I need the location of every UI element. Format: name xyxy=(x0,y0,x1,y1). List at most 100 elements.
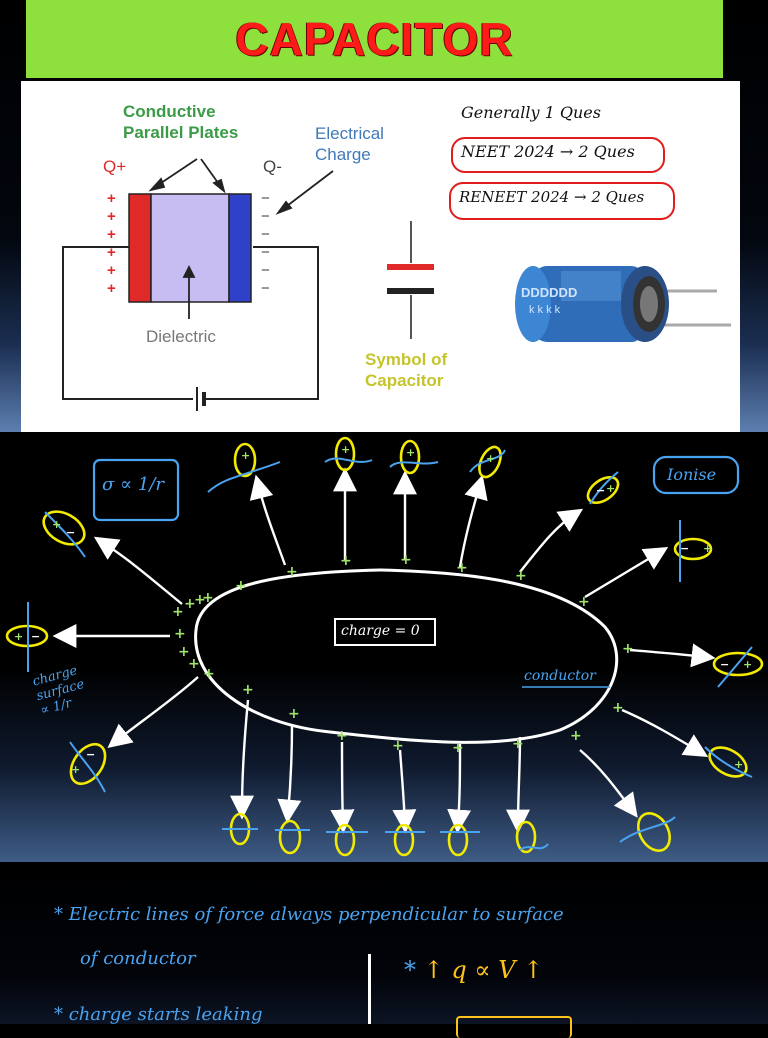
svg-text:−: − xyxy=(261,244,270,261)
svg-text:+: + xyxy=(107,262,116,279)
svg-text:+: + xyxy=(107,244,116,261)
field-lines xyxy=(52,467,716,834)
charge-label: Electrical Charge xyxy=(315,124,384,164)
svg-text:+: + xyxy=(174,626,186,642)
dielectric-block xyxy=(150,193,230,303)
svg-text:+: + xyxy=(612,700,624,716)
svg-text:−: − xyxy=(261,280,270,297)
svg-text:−: − xyxy=(261,208,270,225)
formula-text: ↑ q ∝ V ↑ xyxy=(423,956,544,984)
charge-zero-box xyxy=(334,618,436,646)
ionise-box xyxy=(652,455,740,495)
page-title: CAPACITOR xyxy=(235,13,514,65)
ionise-label: Ionise xyxy=(667,465,717,484)
title-banner: CAPACITOR xyxy=(26,0,723,78)
svg-text:+: + xyxy=(622,641,634,657)
positive-plate xyxy=(128,193,152,303)
svg-text:−: − xyxy=(31,630,40,643)
notes-panel: * Electric lines of force always perpend… xyxy=(0,866,768,1038)
svg-text:+: + xyxy=(400,552,412,568)
svg-text:+: + xyxy=(188,656,200,672)
svg-text:+: + xyxy=(202,590,214,606)
svg-text:−: − xyxy=(261,262,270,279)
svg-text:+: + xyxy=(703,542,712,555)
plates-label: Conductive Parallel Plates xyxy=(123,102,239,142)
surface-plus-charges: +++ +++ +++ +++ +++ +++ +++ +++ xyxy=(172,552,634,756)
svg-text:−: − xyxy=(720,658,729,671)
svg-text:+: + xyxy=(107,190,116,207)
capacitor-photo: DDDDDD k k k k xyxy=(515,266,731,342)
svg-text:+: + xyxy=(203,666,215,682)
q-minus-label: Q- xyxy=(263,157,282,176)
conductor-label: conductor xyxy=(524,668,596,684)
note-of-conductor: of conductor xyxy=(80,948,196,969)
svg-text:+: + xyxy=(570,728,582,744)
pointer-arrows xyxy=(148,158,334,319)
svg-text:+: + xyxy=(172,604,184,620)
symbol-label: Symbol of Capacitor xyxy=(365,350,448,390)
svg-text:+: + xyxy=(242,682,254,698)
svg-text:+: + xyxy=(286,564,298,580)
svg-text:+: + xyxy=(743,658,752,671)
svg-text:+: + xyxy=(241,449,250,462)
svg-text:+: + xyxy=(406,446,415,459)
conductor-outline xyxy=(194,568,619,744)
svg-text:+: + xyxy=(578,594,590,610)
svg-text:+: + xyxy=(392,738,404,754)
svg-text:+: + xyxy=(107,280,116,297)
note-box-neet xyxy=(451,137,665,173)
plus-charges: +++ +++ xyxy=(107,190,116,297)
conductor-sketch-panel: +++ +++ +++ +++ +++ +++ +++ +++ xyxy=(0,432,768,862)
conductor-sketch: +++ +++ +++ +++ +++ +++ +++ +++ xyxy=(5,436,764,857)
svg-text:+: + xyxy=(235,578,247,594)
note-neet: NEET 2024 → 2 Ques xyxy=(461,142,635,161)
formula: * ↑ q ∝ V ↑ xyxy=(404,956,544,984)
svg-text:+: + xyxy=(515,568,527,584)
svg-text:DDDDDD: DDDDDD xyxy=(521,285,577,300)
circuit-wire-right xyxy=(206,246,319,400)
ions xyxy=(5,436,764,857)
svg-text:+: + xyxy=(288,706,300,722)
sigma-box xyxy=(92,458,180,522)
svg-text:−: − xyxy=(86,748,95,761)
svg-text:+: + xyxy=(71,763,80,776)
ion-signs: ++ ++ ++ ++ ++ + −− −− −− xyxy=(14,443,752,776)
svg-text:+: + xyxy=(107,208,116,225)
svg-text:+: + xyxy=(336,728,348,744)
svg-text:+: + xyxy=(14,630,23,643)
svg-text:−: − xyxy=(261,190,270,207)
sigma-note: σ ∝ 1/r xyxy=(102,474,165,495)
q-plus-label: Q+ xyxy=(103,157,127,176)
dielectric-label: Dielectric xyxy=(146,327,216,346)
svg-text:+: + xyxy=(452,740,464,756)
note-generally: Generally 1 Ques xyxy=(461,103,601,122)
svg-text:+: + xyxy=(456,560,468,576)
svg-text:+: + xyxy=(52,518,61,531)
svg-text:+: + xyxy=(184,596,196,612)
svg-text:+: + xyxy=(178,644,190,660)
svg-text:−: − xyxy=(66,526,75,539)
divider-line xyxy=(368,954,371,1024)
svg-text:k k k k: k k k k xyxy=(529,304,561,316)
capacitor-diagram: +++ +++ −−− −−− DDDDDD xyxy=(62,158,731,411)
note-perpendicular: * Electric lines of force always perpend… xyxy=(54,904,564,925)
note-reneet: RENEET 2024 → 2 Ques xyxy=(459,188,645,206)
formula-box xyxy=(456,1016,572,1038)
svg-text:−: − xyxy=(680,542,689,555)
symbol-plate-black xyxy=(387,288,434,294)
svg-text:+: + xyxy=(107,226,116,243)
svg-text:+: + xyxy=(341,443,350,456)
note-leaking: * charge starts leaking xyxy=(54,1004,263,1025)
capacitor-figure-panel: +++ +++ −−− −−− DDDDDD xyxy=(21,81,740,432)
svg-text:−: − xyxy=(261,226,270,243)
circuit-wire-left xyxy=(62,246,193,400)
svg-text:+: + xyxy=(340,553,352,569)
negative-plate xyxy=(228,193,252,303)
svg-text:+: + xyxy=(486,452,495,465)
svg-text:+: + xyxy=(512,736,524,752)
svg-text:+: + xyxy=(194,592,206,608)
symbol-plate-red xyxy=(387,264,434,270)
minus-charges: −−− −−− xyxy=(261,190,270,297)
charge-zero-label: charge = 0 xyxy=(341,623,420,639)
svg-text:−: − xyxy=(596,484,605,497)
